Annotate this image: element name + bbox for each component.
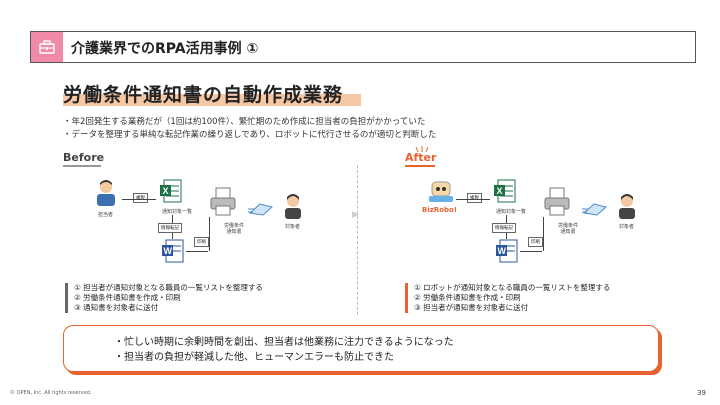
flow-arrow <box>209 217 210 251</box>
before-underline <box>63 165 101 167</box>
toolbox-icon <box>39 40 55 54</box>
notice-doc-label: 労働条件 通知書 <box>224 223 245 235</box>
after-underline <box>405 165 435 167</box>
result-line: ・担当者の負担が軽減した他、ヒューマンエラーも防止できた <box>114 352 394 363</box>
background-bullets: ・年2回発生する業務だが（1回は約100件）、繁忙期のため作成に担当者の負担がか… <box>63 116 436 142</box>
after-steps: ① ロボットが通知対象となる職員の一覧リストを整理する ② 労働条件通知書を作成… <box>405 283 610 313</box>
section-header: 介護業界でのRPA活用事例 ① <box>30 31 696 63</box>
main-title: 労働条件通知書の自動作成業務 <box>63 84 344 106</box>
excel-sheet-icon: X <box>160 179 182 203</box>
flow-arrow <box>186 251 208 252</box>
flow-arrow <box>543 217 544 251</box>
step-item: ③ 通知書を対象者に送付 <box>74 303 159 312</box>
flow-arrow <box>122 199 156 200</box>
print-tag: 印刷 <box>194 237 209 247</box>
header-icon-box <box>31 32 63 62</box>
after-diagram: BizRobo! 複製 X 通知対象一覧 情報転記 W 印刷 労働条件 通知書 … <box>422 175 682 275</box>
recipient-person-icon <box>285 194 301 219</box>
page-title: 介護業界でのRPA活用事例 ① <box>71 41 259 57</box>
step-item: ① ロボットが通知対象となる職員の一覧リストを整理する <box>414 283 611 292</box>
step-item: ② 労働条件通知書を作成・印刷 <box>414 293 521 302</box>
step-item: ① 担当者が通知対象となる職員の一覧リストを整理する <box>74 283 263 292</box>
svg-text:X: X <box>497 186 503 196</box>
svg-text:X: X <box>163 186 169 196</box>
list-label: 通知対象一覧 <box>496 209 527 215</box>
staff-label: 担当者 <box>98 212 114 218</box>
printer-icon <box>210 187 236 216</box>
title-highlight <box>63 94 361 106</box>
divider-arrow-icon: ▶ <box>352 210 359 220</box>
list-label: 通知対象一覧 <box>162 209 193 215</box>
info-tag: 情報転記 <box>158 223 182 233</box>
bullet-line: ・年2回発生する業務だが（1回は約100件）、繁忙期のため作成に担当者の負担がか… <box>63 117 426 127</box>
info-tag: 情報転記 <box>492 223 516 233</box>
page-number: 39 <box>697 389 706 397</box>
recipient-label: 対象者 <box>619 224 635 230</box>
before-after-divider <box>357 165 358 315</box>
staff-person-icon <box>97 180 115 206</box>
printer-icon <box>544 187 570 216</box>
before-diagram: 担当者 複製 X 通知対象一覧 情報転記 W 印刷 労働条件 通知書 対象者 <box>88 175 348 275</box>
copy-tag: 複製 <box>467 193 482 203</box>
copy-tag: 複製 <box>133 193 148 203</box>
result-box: ・忙しい時期に余剰時間を創出、担当者は他業務に注力できるようになった ・担当者の… <box>63 325 659 372</box>
excel-sheet-icon: X <box>494 179 516 203</box>
bizrobo-robot-icon <box>429 181 453 202</box>
word-doc-icon: W <box>162 239 184 263</box>
before-label: Before <box>63 151 105 164</box>
sparkle-icon <box>415 146 429 153</box>
copyright-text: © OPEN, Inc. All rights reserved. <box>10 390 92 396</box>
after-label: After <box>405 151 437 164</box>
notice-doc-label: 労働条件 通知書 <box>558 223 579 235</box>
bullet-line: ・データを整理する単純な転記作業の繰り返しであり、ロボットに代行させるのが適切と… <box>63 130 437 140</box>
word-doc-icon: W <box>496 239 518 263</box>
print-tag: 印刷 <box>528 237 543 247</box>
result-text: ・忙しい時期に余剰時間を創出、担当者は他業務に注力できるようになった ・担当者の… <box>114 335 454 365</box>
recipient-label: 対象者 <box>285 224 301 230</box>
step-item: ③ 担当者が通知書を対象者に送付 <box>414 303 529 312</box>
step-item: ② 労働条件通知書を作成・印刷 <box>74 293 181 302</box>
flow-arrow <box>520 251 542 252</box>
svg-text:W: W <box>164 246 173 256</box>
flow-arrow <box>456 199 490 200</box>
bizrobo-label: BizRobo! <box>422 206 458 214</box>
send-mail-icon <box>582 203 608 216</box>
result-line: ・忙しい時期に余剰時間を創出、担当者は他業務に注力できるようになった <box>114 337 454 348</box>
svg-text:W: W <box>498 246 507 256</box>
recipient-person-icon <box>619 194 635 219</box>
main-title-block: 労働条件通知書の自動作成業務 <box>63 80 361 107</box>
before-steps: ① 担当者が通知対象となる職員の一覧リストを整理する ② 労働条件通知書を作成・… <box>65 283 263 313</box>
send-mail-icon <box>248 203 274 216</box>
